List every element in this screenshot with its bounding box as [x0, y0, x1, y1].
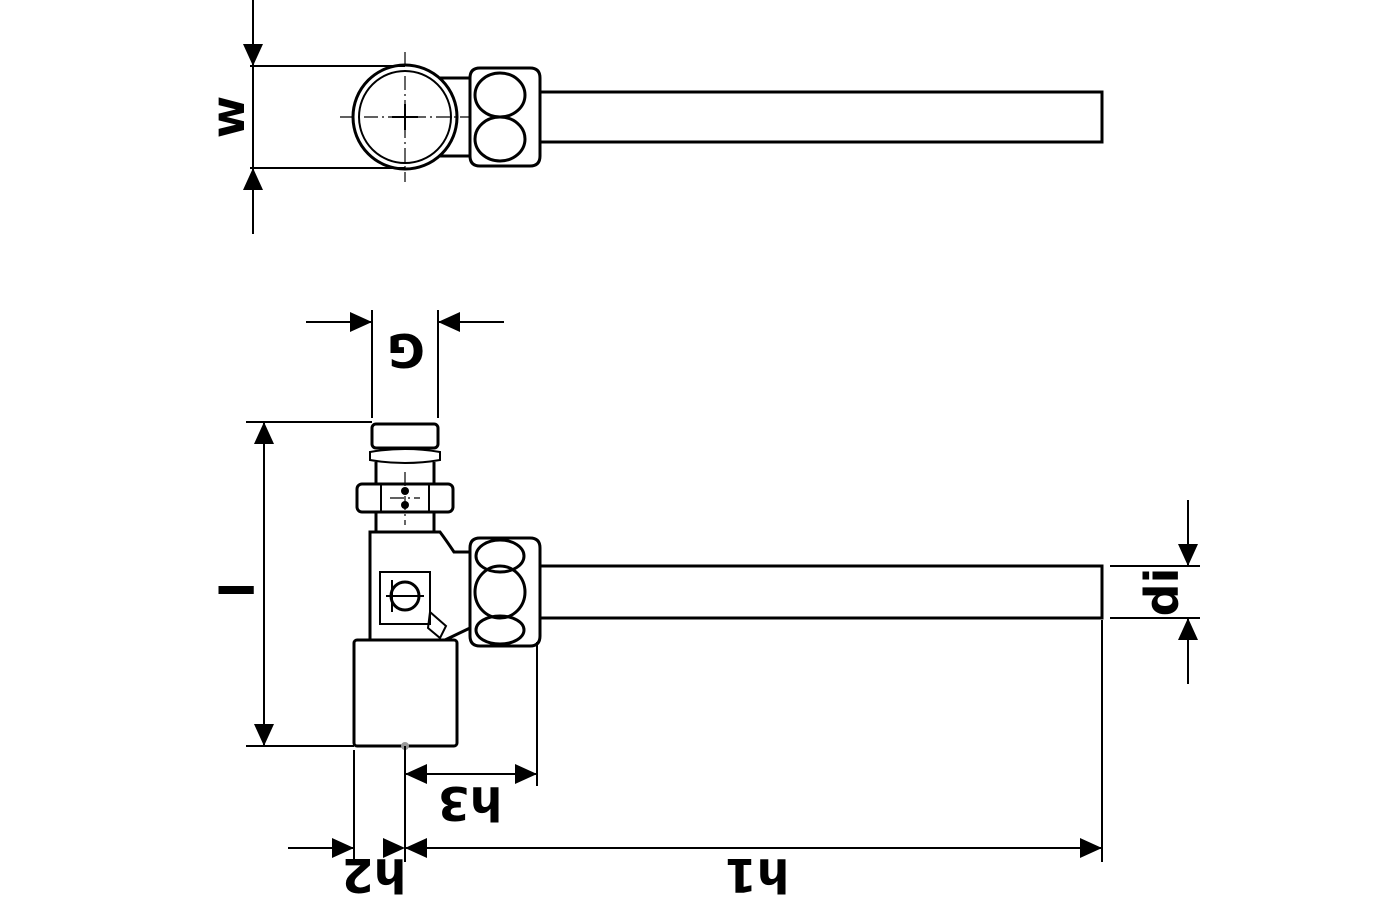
h2-label: h2: [342, 848, 407, 900]
side-nut-lobe-lower: [474, 614, 526, 646]
w-arrow-bottom: [243, 168, 263, 190]
h1-arrow-left: [405, 838, 427, 858]
side-screw-housing: [379, 571, 431, 625]
h2-arrow-right: [383, 838, 405, 858]
side-nut-lobe-middle: [473, 564, 527, 620]
side-bottom-cup: [352, 638, 459, 748]
h3-arrow-left: [405, 764, 427, 784]
w-arrow-top: [243, 44, 263, 66]
side-wedge: [426, 610, 448, 640]
side-nut-lobe-upper: [474, 538, 526, 574]
l-label: l: [211, 582, 265, 598]
side-pipe: [538, 564, 1104, 620]
top-nut-lobe-upper: [473, 71, 527, 119]
h1-label: h1: [725, 848, 790, 900]
top-view: w: [201, 0, 1104, 234]
w-label: w: [201, 96, 255, 139]
h3-arrow-right: [515, 764, 537, 784]
l-arrow-bottom: [254, 724, 274, 746]
di-arrow-top: [1178, 544, 1198, 566]
di-label: di: [1135, 568, 1189, 617]
di-arrow-bottom: [1178, 618, 1198, 640]
h1-arrow-right: [1080, 838, 1102, 858]
side-view: G l di h3 h2 h1: [211, 310, 1200, 900]
top-nut-lobe-lower: [473, 115, 527, 163]
top-nut: [468, 66, 542, 168]
G-arrow-right: [438, 312, 460, 332]
h2-arrow-left: [332, 838, 354, 858]
l-arrow-top: [254, 422, 274, 444]
top-pipe: [538, 90, 1104, 144]
h3-label: h3: [438, 776, 503, 830]
G-label: G: [387, 323, 425, 377]
side-thread-ring: [369, 448, 441, 464]
side-thread-cap: [370, 422, 440, 450]
side-nut: [468, 536, 542, 648]
G-arrow-left: [350, 312, 372, 332]
side-body: [368, 530, 472, 642]
